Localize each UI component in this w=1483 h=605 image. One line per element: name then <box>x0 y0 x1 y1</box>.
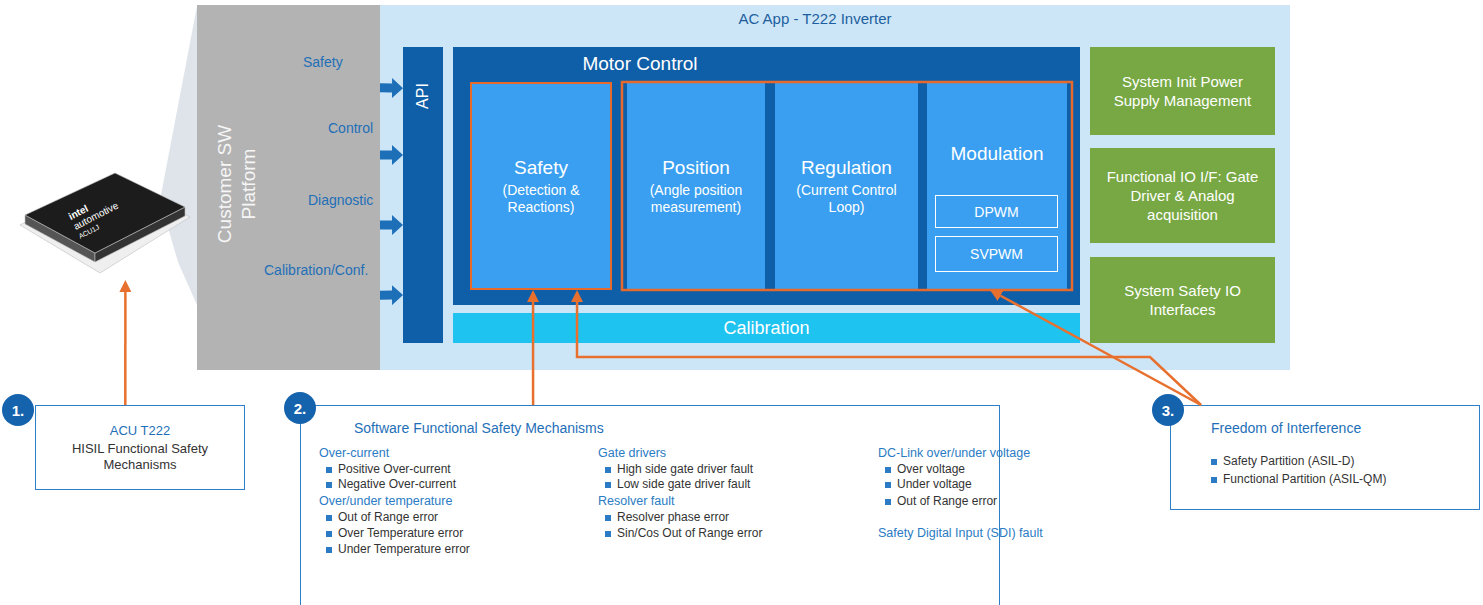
arrow-label: Calibration/Conf. <box>264 262 368 278</box>
function-box: Regulation (Current Control Loop) <box>775 82 918 290</box>
bullet-item: Sin/Cos Out of Range error <box>605 526 762 541</box>
node-title: System Safety IO Interfaces <box>1102 281 1263 319</box>
bullet-item: Over voltage <box>885 462 965 477</box>
node-title: 3. <box>1162 402 1175 419</box>
node-title: Freedom of Interference <box>1211 420 1361 436</box>
callout-arrow <box>532 302 535 405</box>
interface-arrow <box>380 151 392 160</box>
node-title: ACU T222 <box>110 422 170 439</box>
service-box: System Init Power Supply Management <box>1090 47 1275 135</box>
group-heading: DC-Link over/under voltage <box>878 446 1030 461</box>
group-heading: Resolver fault <box>598 494 674 509</box>
callout-box: Software Functional Safety MechanismsOve… <box>300 405 1000 605</box>
interface-arrow <box>380 83 392 92</box>
node-text: (Detection & Reactions) <box>480 182 602 216</box>
group-outline <box>622 82 1072 290</box>
service-box: Functional IO I/F: Gate Driver & Analog … <box>1090 148 1275 243</box>
node-title: 2. <box>294 400 307 417</box>
node-title: Functional IO I/F: Gate Driver & Analog … <box>1102 167 1263 224</box>
callout-number: 3. <box>1152 394 1184 426</box>
node-title: System Init Power Supply Management <box>1102 72 1263 110</box>
interface-arrow <box>380 291 392 300</box>
function-box: Safety (Detection & Reactions) <box>470 82 612 290</box>
bullet-item: Positive Over-current <box>326 462 451 477</box>
node-title: Regulation <box>801 156 892 179</box>
group-heading: Over/under temperature <box>319 494 452 509</box>
node-title: Calibration <box>723 318 809 339</box>
bullet-item: Resolver phase error <box>605 510 729 525</box>
application-panel: API Safety (Detection & Reactions) Position… <box>380 5 1290 370</box>
arrow-label: Control <box>328 120 373 136</box>
bullet-item: Negative Over-current <box>326 477 456 492</box>
callout-arrow <box>577 302 1201 405</box>
node-title: Software Functional Safety Mechanisms <box>354 420 604 436</box>
bullet-item: Safety Partition (ASIL-D) <box>1211 454 1354 469</box>
interface-arrow <box>380 220 392 229</box>
bullet-item: Functional Partition (ASIL-QM) <box>1211 472 1386 487</box>
arrow-label: Safety <box>303 54 343 70</box>
callout-arrow <box>1001 296 1201 405</box>
bullet-item: Over Temperature error <box>326 526 463 541</box>
function-box: Position (Angle position measurement) <box>627 82 765 290</box>
node-title: Customer SW Platform <box>213 99 261 269</box>
node-title: 1. <box>12 402 25 419</box>
api-bar: API <box>403 47 443 343</box>
function-box: DPWM SVPWM Modulation <box>927 82 1067 290</box>
callout-number: 1. <box>2 394 34 426</box>
bullet-item: Out of Range error <box>326 510 438 525</box>
callout-arrow <box>124 292 127 405</box>
node-title: Motor Control <box>453 53 827 75</box>
calibration-bar: Calibration <box>453 313 1080 343</box>
node-text: (Current Control Loop) <box>783 182 910 216</box>
bullet-item: High side gate driver fault <box>605 462 753 477</box>
service-box: System Safety IO Interfaces <box>1090 257 1275 343</box>
bullet-item: Out of Range error <box>885 494 997 509</box>
group-heading: Over-current <box>319 446 389 461</box>
node-title: DPWM <box>974 204 1018 220</box>
bullet-item: Under Temperature error <box>326 542 470 557</box>
sub-box: DPWM <box>935 195 1058 228</box>
platform-panel: Customer SW Platform <box>197 5 380 370</box>
callout-number: 2. <box>284 392 316 424</box>
callout-box: Freedom of InterferenceSafety Partition … <box>1170 405 1480 510</box>
group-heading: Safety Digital Input (SDI) fault <box>878 526 1043 541</box>
node-title: Modulation <box>951 142 1044 165</box>
zoom-wedge <box>160 6 197 305</box>
chip-shape <box>20 165 190 280</box>
bullet-item: Low side gate driver fault <box>605 477 750 492</box>
callout-box: ACU T222HISIL Functional Safety Mechanis… <box>35 405 245 490</box>
bullet-item: Under voltage <box>885 477 972 492</box>
node-title: Safety <box>514 156 568 179</box>
chip-illustration: intelautomotiveACU1J <box>20 165 190 280</box>
node-title: Position <box>662 156 730 179</box>
module-block: Safety (Detection & Reactions) Position (An… <box>453 47 1080 305</box>
node-title: AC App - T222 Inverter <box>380 10 1290 27</box>
arrow-label: Diagnostic <box>308 192 373 208</box>
chip-top <box>25 173 185 253</box>
node-title: SVPWM <box>970 246 1023 262</box>
sub-box: SVPWM <box>935 236 1058 272</box>
node-text: HISIL Functional Safety Mechanisms <box>61 441 219 473</box>
node-text: (Angle position measurement) <box>635 182 757 216</box>
node-title: API <box>414 66 432 126</box>
group-heading: Gate drivers <box>598 446 666 461</box>
